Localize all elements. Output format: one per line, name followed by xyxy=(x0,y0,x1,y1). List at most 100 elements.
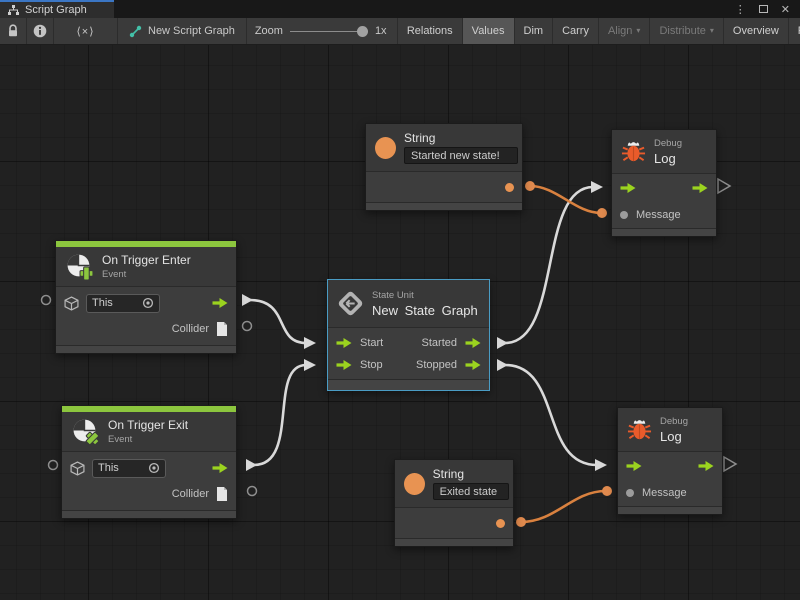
node-footer xyxy=(395,538,513,546)
node-kind: State Unit xyxy=(372,289,414,301)
info-button[interactable] xyxy=(27,18,54,44)
breadcrumb[interactable]: New Script Graph xyxy=(118,18,247,44)
zoom-slider[interactable] xyxy=(289,25,368,37)
object-picker-icon[interactable] xyxy=(148,462,160,474)
port-label: Collider xyxy=(171,323,209,335)
zoom-value: 1x xyxy=(374,25,387,37)
code-view-button[interactable]: ⟨×⟩ xyxy=(54,18,118,44)
flow-in-port[interactable] xyxy=(626,460,642,471)
wire-string-to-message-bottom[interactable] xyxy=(516,486,612,527)
tab-script-graph[interactable]: Script Graph xyxy=(0,0,114,18)
string-output-port[interactable] xyxy=(496,518,505,528)
node-debug-log-top[interactable]: Debug Log Message xyxy=(611,129,717,237)
overview-button[interactable]: Overview xyxy=(724,18,789,44)
node-footer xyxy=(366,202,522,210)
port-exit-target-in[interactable] xyxy=(47,459,59,471)
flow-row-stop: Stop Stopped xyxy=(328,354,489,376)
flow-in-port[interactable] xyxy=(620,182,636,193)
align-label: Align xyxy=(607,25,633,37)
target-dropdown[interactable]: This xyxy=(86,293,160,313)
node-kind: Event xyxy=(108,434,133,445)
string-value-input[interactable]: Started new state! xyxy=(404,147,519,164)
flow-out-port[interactable] xyxy=(692,182,708,193)
port-log-bottom-flow-out[interactable] xyxy=(723,455,738,473)
close-icon[interactable]: ✕ xyxy=(780,3,790,16)
flow-row xyxy=(618,452,722,479)
breadcrumb-graph-name: New Script Graph xyxy=(148,25,235,37)
port-exit-collider-out[interactable] xyxy=(246,485,258,497)
wire-string-to-message-top[interactable] xyxy=(525,181,607,218)
event-accent-bar xyxy=(56,241,236,247)
node-state-unit[interactable]: State Unit New State Graph Start Started… xyxy=(327,279,490,391)
started-out-port[interactable] xyxy=(465,338,481,348)
lock-button[interactable] xyxy=(0,18,27,44)
collider-file-icon[interactable] xyxy=(216,487,228,501)
port-label: Started xyxy=(421,337,457,349)
port-log-top-flow-out[interactable] xyxy=(717,177,732,195)
maximize-icon[interactable] xyxy=(758,5,768,13)
fullscreen-button[interactable]: Full Screen xyxy=(789,18,800,44)
port-label: Stop xyxy=(360,359,383,371)
zoom-slider-knob[interactable] xyxy=(356,25,368,37)
relations-button[interactable]: Relations xyxy=(396,18,463,44)
string-output-port[interactable] xyxy=(505,182,514,192)
port-enter-collider-out[interactable] xyxy=(241,320,253,332)
string-value-input[interactable]: Exited state xyxy=(432,483,509,500)
collider-row: Collider xyxy=(56,321,236,337)
align-button[interactable]: Align ▾ xyxy=(599,18,651,44)
flow-out-port[interactable] xyxy=(698,460,714,471)
node-debug-log-bottom[interactable]: Debug Log Message xyxy=(617,407,723,515)
flow-out-port[interactable] xyxy=(212,298,228,308)
flow-row-start: Start Started xyxy=(328,332,489,354)
stopped-out-port[interactable] xyxy=(465,360,481,370)
target-dropdown[interactable]: This xyxy=(92,458,166,478)
object-picker-icon[interactable] xyxy=(142,297,154,309)
flow-row xyxy=(612,174,716,201)
node-header: State Unit New State Graph xyxy=(328,280,489,328)
chevron-down-icon: ▾ xyxy=(636,26,641,35)
wire-enter-to-start[interactable] xyxy=(242,294,316,349)
wire-stopped-to-log[interactable] xyxy=(497,359,607,471)
node-header: String Started new state! xyxy=(366,124,522,172)
zoom-slider-track[interactable] xyxy=(289,30,368,32)
script-graph-icon xyxy=(8,4,19,15)
menu-icon[interactable]: ⋮ xyxy=(734,3,746,16)
node-title: Log xyxy=(660,428,682,444)
distribute-button[interactable]: Distribute ▾ xyxy=(650,18,724,44)
target-value: This xyxy=(92,297,113,309)
string-type-icon xyxy=(404,472,425,495)
start-in-port[interactable] xyxy=(336,338,352,348)
stop-in-port[interactable] xyxy=(336,360,352,370)
target-row: This xyxy=(62,458,236,478)
target-value: This xyxy=(98,462,119,474)
node-title: String xyxy=(432,467,465,481)
values-button[interactable]: Values xyxy=(462,18,515,44)
node-on-trigger-enter[interactable]: On Trigger Enter Event This xyxy=(55,240,237,354)
flow-out-port[interactable] xyxy=(212,463,228,473)
message-row: Message xyxy=(612,201,716,228)
port-enter-target-in[interactable] xyxy=(40,294,52,306)
port-label: Message xyxy=(642,486,687,499)
carry-label: Carry xyxy=(562,25,589,37)
message-row: Message xyxy=(618,479,722,506)
overview-label: Overview xyxy=(732,25,779,37)
node-kind: Debug xyxy=(660,415,688,427)
zoom-label: Zoom xyxy=(254,25,283,37)
node-on-trigger-exit[interactable]: On Trigger Exit Event This xyxy=(61,405,237,519)
value-output-row xyxy=(366,172,522,202)
node-header: String Exited state xyxy=(395,460,513,508)
wire-exit-to-stop[interactable] xyxy=(246,359,316,471)
node-title: New State Graph xyxy=(372,302,478,318)
wire-started-to-log[interactable] xyxy=(497,181,603,349)
node-string-top[interactable]: String Started new state! xyxy=(365,123,523,211)
message-input-port[interactable] xyxy=(626,488,634,497)
trigger-enter-icon xyxy=(67,254,94,281)
port-label: Message xyxy=(636,208,681,221)
graph-canvas[interactable]: String Started new state! xyxy=(0,45,800,600)
message-input-port[interactable] xyxy=(620,210,628,219)
node-footer xyxy=(56,345,236,353)
collider-file-icon[interactable] xyxy=(216,322,228,336)
dim-button[interactable]: Dim xyxy=(515,18,554,44)
node-string-bottom[interactable]: String Exited state xyxy=(394,459,514,547)
carry-button[interactable]: Carry xyxy=(553,18,599,44)
